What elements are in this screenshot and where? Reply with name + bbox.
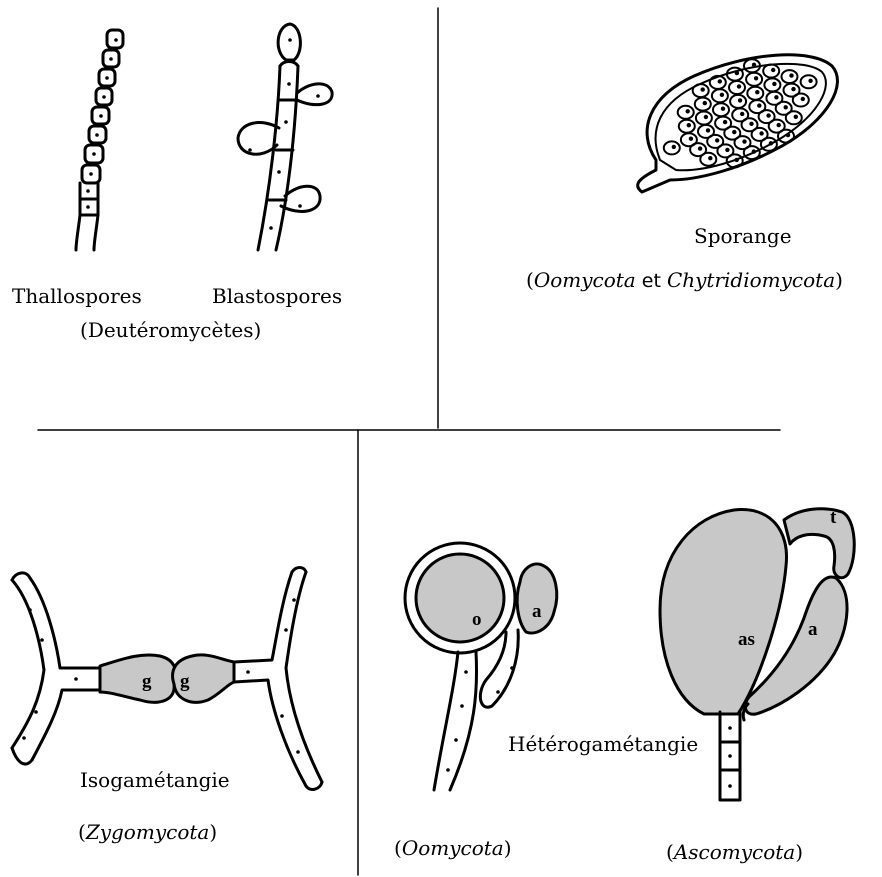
sporange-taxa: (Oomycota et Chytridiomycota) [526, 270, 843, 291]
spore-nucleus [754, 76, 758, 80]
spore-nucleus [715, 138, 719, 142]
spore-nucleus [687, 123, 691, 127]
spore [764, 78, 780, 91]
spore-nucleus [698, 146, 702, 150]
thallospores-label: Thallospores [12, 286, 142, 306]
spore-nucleus [786, 133, 790, 137]
spore-nucleus [708, 156, 712, 160]
spore [727, 68, 743, 81]
spore [713, 103, 729, 116]
spore [693, 84, 709, 97]
spore-nucleus [701, 87, 705, 91]
spore-nucleus [720, 93, 724, 97]
spore-nucleus [706, 128, 710, 132]
spore-nucleus [703, 101, 707, 105]
spore-nucleus [749, 122, 753, 126]
spore-nucleus [774, 95, 778, 99]
spore-nucleus [789, 73, 793, 77]
spore-nucleus [755, 90, 759, 94]
spore-nucleus [794, 115, 798, 119]
heterogametangie-title: Hétérogamétangie [508, 734, 698, 754]
spore [793, 94, 809, 107]
blastospores-label: Blastospores [212, 286, 342, 306]
deuteromycetes-label: (Deutéromycètes) [80, 320, 261, 340]
thallospore-chain [76, 30, 123, 250]
spore [696, 112, 712, 125]
isogametangie-title: Isogamétangie [80, 770, 230, 790]
spore [786, 111, 802, 124]
spore-nucleus [757, 103, 761, 107]
zygomycota-label: (Zygomycota) [78, 822, 217, 842]
spore-nucleus [740, 112, 744, 116]
spore-nucleus [704, 115, 708, 119]
spore [678, 106, 694, 119]
spore [700, 153, 716, 166]
trichogyne [784, 509, 854, 578]
spore [763, 65, 779, 78]
spore-nucleus [766, 113, 770, 117]
spore-nucleus [738, 98, 742, 102]
spore-nucleus [725, 148, 729, 152]
spore-nucleus [737, 84, 741, 88]
isogametangia [100, 655, 234, 702]
oogone-mark: o [472, 610, 482, 629]
spore [747, 87, 763, 100]
spore-nucleus [801, 97, 805, 101]
spore-nucleus [735, 158, 739, 162]
ascomycota-label: (Ascomycota) [666, 842, 803, 862]
spore-nucleus [742, 139, 746, 143]
spore-nucleus [777, 123, 781, 127]
spore-nucleus [672, 145, 676, 149]
spore [746, 73, 762, 86]
spore-nucleus [723, 120, 727, 124]
spore-nucleus [752, 149, 756, 153]
sporange-title: Sporange [694, 226, 792, 246]
spore [801, 75, 817, 88]
spore [729, 81, 745, 94]
spore-nucleus [772, 82, 776, 86]
spore [679, 120, 695, 133]
blastospore-hypha [238, 24, 332, 250]
spore-nucleus [791, 87, 795, 91]
gametangium-mark-right: g [180, 672, 190, 691]
trichogyne-mark: t [830, 508, 836, 527]
ascogonium [660, 510, 787, 800]
spore [695, 98, 711, 111]
antheridium-mark-ascomycota: a [808, 620, 818, 639]
antheridium-mark-oomycota: a [532, 602, 542, 621]
sporangium [638, 55, 838, 192]
gametangium-mark-left: g [142, 672, 152, 691]
oomycota-label: (Oomycota) [394, 838, 512, 858]
spore [712, 89, 728, 102]
spore-nucleus [721, 107, 725, 111]
spore [710, 76, 726, 89]
spore-nucleus [759, 131, 763, 135]
spore-nucleus [752, 63, 756, 67]
spore-nucleus [735, 71, 739, 75]
spore-nucleus [732, 130, 736, 134]
spore [730, 95, 746, 108]
spore-nucleus [771, 68, 775, 72]
ascogone-mark: as [738, 630, 755, 649]
spore-nucleus [686, 109, 690, 113]
oogonium [405, 543, 515, 790]
spore-nucleus [689, 137, 693, 141]
spore-nucleus [769, 141, 773, 145]
spore-nucleus [784, 105, 788, 109]
spore-nucleus [808, 79, 812, 83]
spore [664, 141, 680, 154]
spore [782, 70, 798, 83]
spore-nucleus [718, 79, 722, 83]
